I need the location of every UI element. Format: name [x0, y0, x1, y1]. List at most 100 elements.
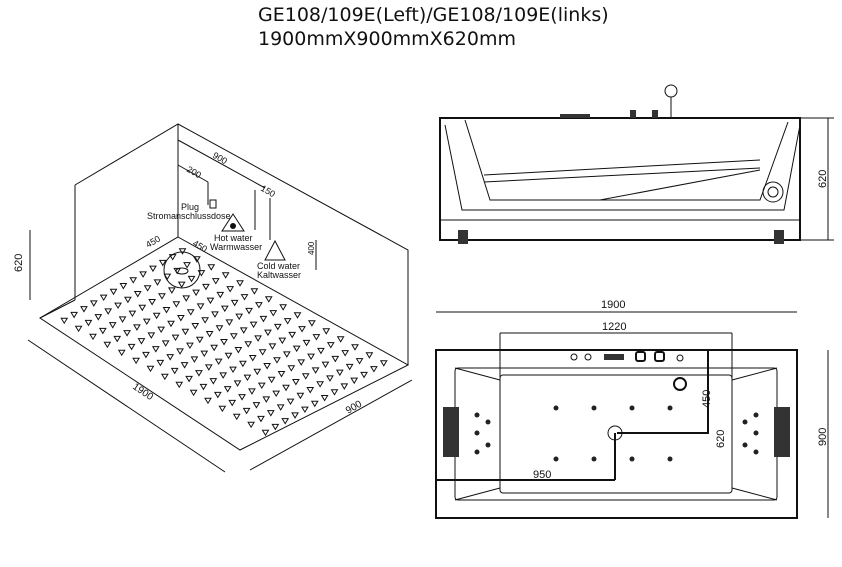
floor-triangle	[249, 321, 258, 329]
floor-triangle	[302, 339, 311, 347]
jet-nozzle	[753, 412, 759, 418]
floor-triangle	[160, 373, 169, 381]
floor-triangle	[264, 329, 272, 337]
floor-triangle	[297, 359, 306, 366]
floor-triangle	[271, 423, 280, 431]
floor-triangle	[214, 358, 223, 366]
floor-triangle	[245, 307, 253, 315]
floor-triangle	[163, 273, 172, 281]
side-view: 620	[439, 84, 834, 244]
floor-triangle	[257, 382, 266, 390]
floor-triangle	[321, 361, 330, 369]
floor-triangle	[298, 326, 306, 333]
drain-offset-label: 950	[533, 469, 551, 481]
floor-triangle	[148, 299, 157, 306]
floor-triangle	[238, 394, 246, 401]
floor-triangle	[291, 379, 300, 386]
floor-triangle	[263, 363, 272, 370]
floor-triangle	[234, 347, 243, 354]
floor-triangle	[109, 288, 118, 296]
dimensions-title: 1900mmX900mmX620mm	[258, 28, 516, 50]
floor-triangle	[139, 271, 147, 278]
floor-triangle	[341, 350, 350, 357]
floor-triangle	[182, 295, 191, 302]
floor-triangle	[335, 369, 344, 377]
floor-triangle	[330, 389, 339, 396]
floor-triangle	[80, 306, 88, 313]
floor-triangle	[267, 376, 276, 384]
floor-triangle	[176, 315, 185, 322]
floor-triangle	[205, 331, 214, 338]
floor-triangle	[269, 310, 278, 317]
floor-triangle	[193, 256, 201, 263]
floor-triangle	[281, 418, 290, 425]
floor-triangle	[166, 354, 175, 361]
floor-triangle	[204, 364, 213, 371]
floor-triangle	[244, 341, 253, 348]
iso-drain-x-label: 450	[144, 234, 162, 250]
floor-triangle	[322, 328, 331, 335]
top-inner-length-label: 1220	[602, 321, 626, 333]
floor-triangle	[149, 265, 157, 273]
floor-triangle	[167, 287, 176, 294]
floor-triangle	[277, 371, 286, 378]
floor-triangle	[157, 326, 166, 334]
floor-triangle	[239, 327, 248, 334]
top-view: 1900 1220 950 450 620 900	[435, 299, 829, 519]
floor-triangle	[209, 378, 218, 385]
jet-nozzle	[591, 405, 597, 411]
floor-triangle	[113, 335, 122, 343]
floor-triangle	[220, 305, 229, 313]
floor-triangle	[365, 352, 374, 359]
floor-triangle	[199, 383, 208, 391]
iso-cold-offset-label: 150	[259, 183, 277, 199]
jet-nozzle	[474, 430, 480, 436]
floor-triangle	[252, 402, 261, 409]
floor-triangle	[283, 318, 292, 325]
floor-triangle	[142, 351, 150, 359]
floor-triangle	[282, 351, 291, 358]
floor-triangle	[268, 343, 277, 350]
floor-triangle	[168, 254, 177, 261]
floor-triangle	[306, 387, 315, 394]
floor-triangle	[186, 342, 194, 350]
floor-triangle	[124, 296, 132, 304]
floor-triangle	[201, 317, 209, 324]
floor-triangle	[211, 278, 220, 285]
floor-triangle	[114, 302, 122, 310]
floor-triangle	[190, 356, 199, 363]
drain-depth-label: 620	[715, 430, 727, 448]
floor-triangle	[181, 328, 190, 336]
floor-triangle	[379, 360, 388, 367]
floor-triangle	[195, 336, 204, 344]
floor-triangle	[178, 248, 187, 255]
floor-triangle	[210, 344, 219, 352]
floor-triangle	[132, 357, 140, 365]
floor-triangle	[142, 318, 151, 326]
floor-triangle	[326, 342, 335, 349]
jet-nozzle	[629, 405, 635, 411]
floor-triangle	[292, 345, 301, 353]
floor-triangle	[99, 294, 108, 302]
floor-triangle	[262, 396, 271, 403]
floor-triangle	[156, 359, 165, 367]
floor-triangle	[239, 360, 247, 368]
floor-triangle	[185, 375, 193, 383]
jet-nozzle	[485, 419, 491, 425]
jet-nozzle	[667, 405, 673, 411]
floor-triangle	[167, 320, 175, 328]
floor-triangle	[158, 259, 167, 267]
floor-triangle	[89, 333, 97, 341]
floor-triangle	[152, 312, 161, 320]
floor-triangle	[70, 311, 78, 319]
plug-label: Plug	[181, 202, 199, 212]
left-headrest	[443, 407, 459, 457]
jet-nozzle	[753, 430, 759, 436]
floor-triangle	[162, 307, 171, 314]
floor-triangle	[108, 322, 117, 329]
floor-triangle	[266, 410, 275, 417]
floor-triangle	[258, 349, 267, 356]
floor-triangle	[243, 374, 252, 382]
floor-triangle	[215, 325, 224, 332]
floor-triangle	[317, 347, 325, 355]
